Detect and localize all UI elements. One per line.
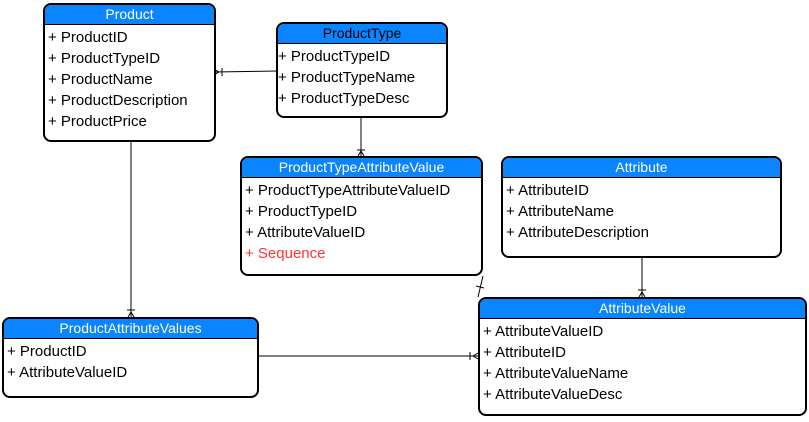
attribute-attribute-id: + AttributeID <box>506 182 589 199</box>
entity-title-product-type-attribute-value: ProductTypeAttributeValue <box>242 158 481 178</box>
attribute-ptav-producttype-id: + ProductTypeID <box>245 203 358 220</box>
entity-product-type-attribute-value[interactable]: ProductTypeAttributeValue + ProductTypeA… <box>240 156 483 276</box>
attribute-list-product-attribute-values: + ProductID + AttributeValueID <box>4 339 257 383</box>
attribute-product-type-id: + ProductTypeID <box>48 50 161 67</box>
attribute-list-product-type: + ProductTypeID + ProductTypeName + Prod… <box>278 44 446 109</box>
crowsfoot-fork-ptav-a <box>357 150 362 157</box>
attribute-attributevalue-id: + AttributeValueID <box>483 323 604 340</box>
connector-product-producttype <box>213 70 279 73</box>
attribute-ptav-id: + ProductTypeAttributeValueID <box>245 182 451 199</box>
attribute-producttype-desc: + ProductTypeDesc <box>278 90 410 107</box>
attribute-producttype-id: + ProductTypeID <box>278 48 391 65</box>
attribute-attributevalue-attribute-id: + AttributeID <box>483 344 566 361</box>
crowsfoot-fork-av-left-a <box>472 352 479 357</box>
entity-title-attribute-value: AttributeValue <box>480 299 805 319</box>
attribute-list-product-type-attribute-value: + ProductTypeAttributeValueID + ProductT… <box>242 178 481 264</box>
attribute-product-description: + ProductDescription <box>48 92 188 109</box>
entity-title-attribute: Attribute <box>503 158 780 178</box>
attribute-pav-product-id: + ProductID <box>7 343 87 360</box>
attribute-attribute-name: + AttributeName <box>506 203 614 220</box>
attribute-ptav-sequence: + Sequence <box>245 245 326 262</box>
crowsfoot-fork-pav-b <box>130 311 135 318</box>
attribute-product-price: + ProductPrice <box>48 113 147 130</box>
attribute-product-id: + ProductID <box>48 29 128 46</box>
entity-product[interactable]: Product + ProductID + ProductTypeID + Pr… <box>43 3 216 142</box>
entity-title-product: Product <box>45 5 214 25</box>
crowsfoot-fork-pav-a <box>127 311 132 318</box>
entity-attribute-value[interactable]: AttributeValue + AttributeValueID + Attr… <box>478 297 807 416</box>
crowsfoot-fork-ptav-b <box>360 150 365 157</box>
attribute-pav-attributevalue-id: + AttributeValueID <box>7 364 128 381</box>
attribute-list-attribute-value: + AttributeValueID + AttributeID + Attri… <box>480 319 805 405</box>
crowsfoot-fork-av-top-a <box>638 291 643 298</box>
entity-attribute[interactable]: Attribute + AttributeID + AttributeName … <box>501 156 782 258</box>
entity-title-product-attribute-values: ProductAttributeValues <box>4 319 257 339</box>
connector-ptav-attributevalue <box>477 275 484 298</box>
attribute-ptav-attributevalue-id: + AttributeValueID <box>245 224 366 241</box>
entity-title-product-type: ProductType <box>278 24 446 44</box>
entity-product-attribute-values[interactable]: ProductAttributeValues + ProductID + Att… <box>2 317 259 398</box>
crowsfoot-fork-av-left-b <box>472 355 479 360</box>
crowsfoot-fork-av-top-b <box>641 291 646 298</box>
attribute-producttype-name: + ProductTypeName <box>278 69 416 86</box>
attribute-list-attribute: + AttributeID + AttributeName + Attribut… <box>503 178 780 243</box>
entity-product-type[interactable]: ProductType + ProductTypeID + ProductTyp… <box>276 22 448 118</box>
crowsfoot-tick-av-diag <box>475 285 485 289</box>
attribute-product-name: + ProductName <box>48 71 153 88</box>
attribute-attribute-description: + AttributeDescription <box>506 224 649 241</box>
attribute-list-product: + ProductID + ProductTypeID + ProductNam… <box>45 25 214 132</box>
attribute-attributevalue-name: + AttributeValueName <box>483 365 629 382</box>
attribute-attributevalue-desc: + AttributeValueDesc <box>483 386 623 403</box>
